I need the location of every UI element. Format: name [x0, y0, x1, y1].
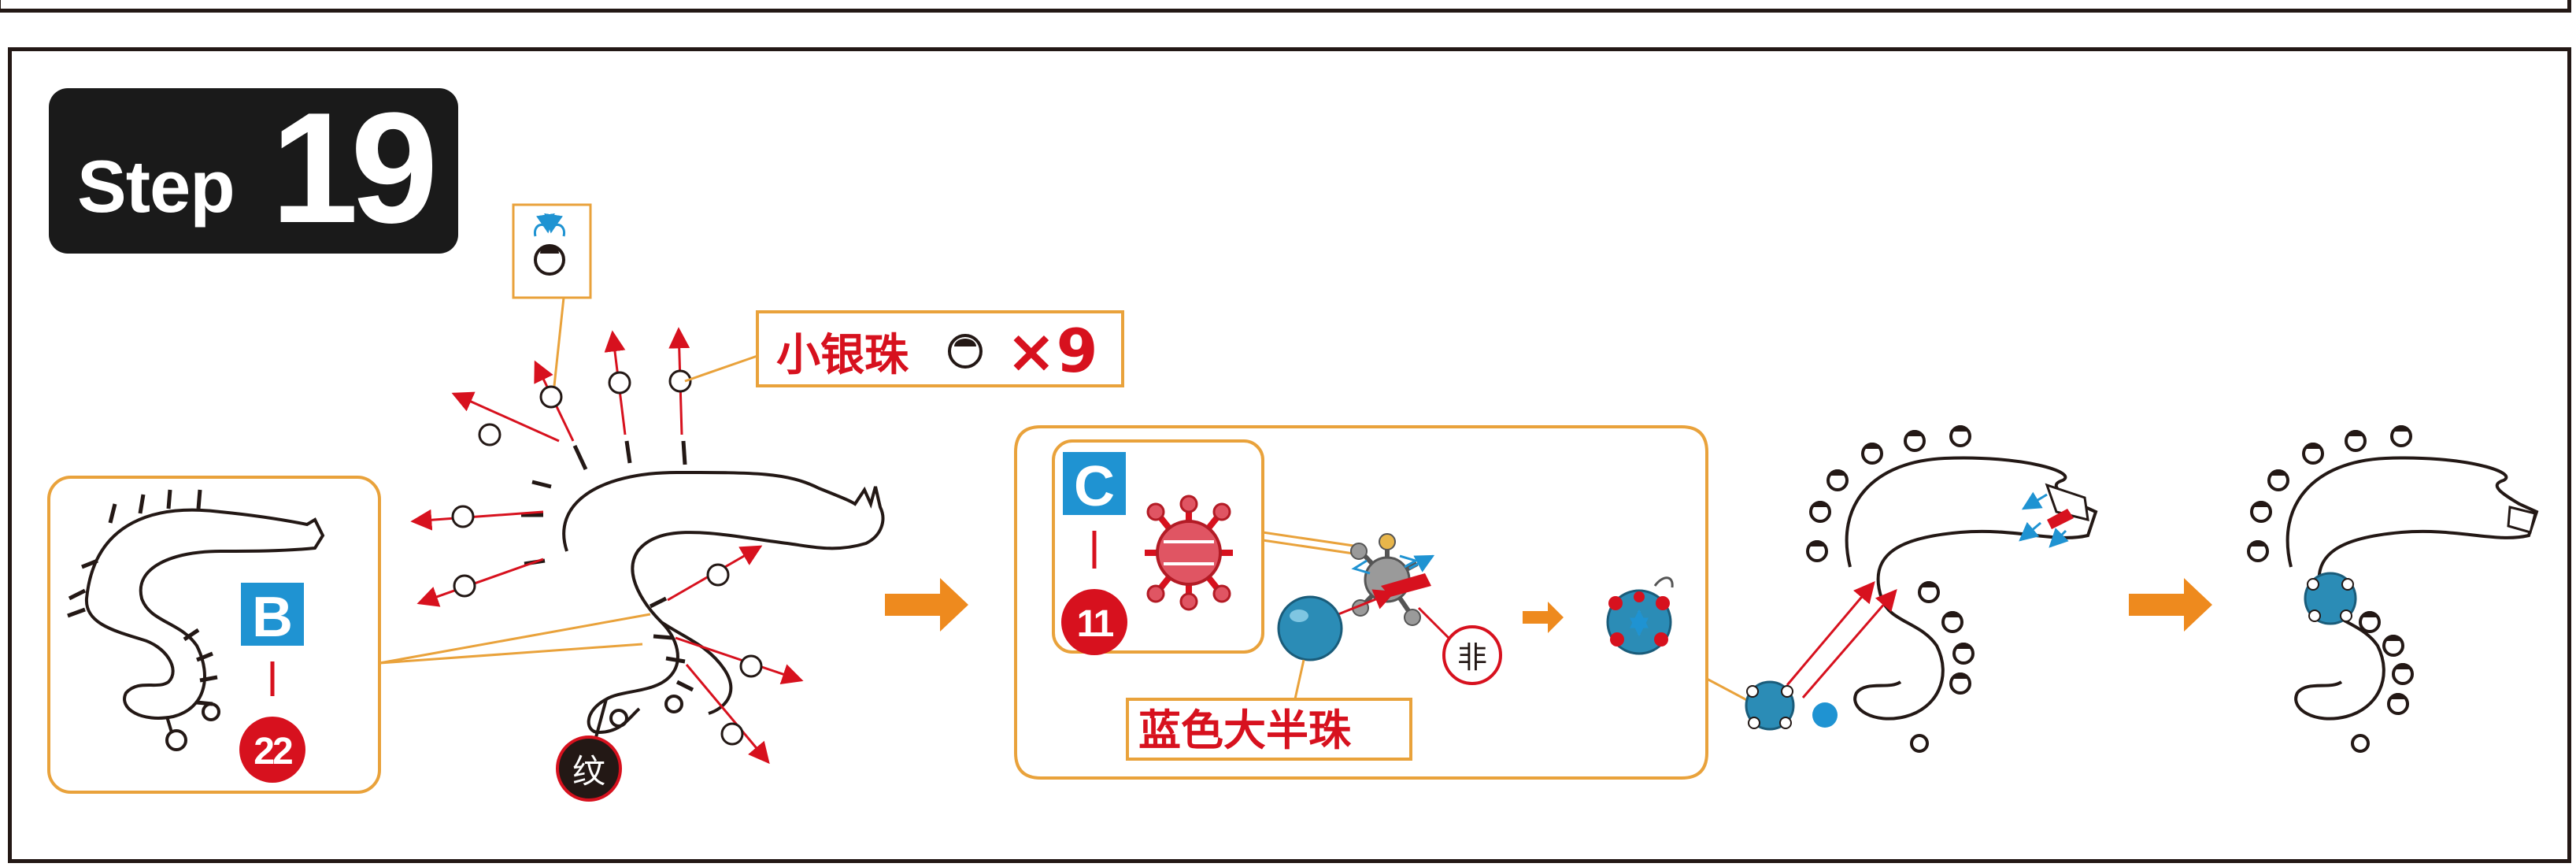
fei-badge [1442, 625, 1502, 685]
step-badge: Step 19 [49, 88, 458, 254]
final-sculpture [2247, 425, 2539, 753]
fei-label: 非 [1457, 640, 1487, 675]
right-arrow-icon [1523, 602, 1564, 633]
bead-count: ×9 [1006, 316, 1098, 386]
part-b-number-circle [239, 717, 305, 783]
part-b-letter: B [252, 586, 293, 649]
end-cap [2019, 483, 2089, 548]
sculpture-with-beads [1745, 425, 2098, 753]
part-b-peg-marks [67, 489, 218, 706]
assembled-blue-bead [1606, 576, 1674, 655]
previous-step-frame [0, 0, 2571, 13]
blue-half-bead [1277, 595, 1343, 661]
blue-half-bead-label: 蓝色大半珠 [1138, 706, 1352, 755]
rotate-icon [1351, 559, 1371, 575]
step-word: Step [77, 145, 235, 228]
small-silver-bead-callout: 小银珠 ×9 [684, 310, 1124, 387]
bead-pegs [521, 440, 694, 692]
grey-connector [1350, 533, 1435, 626]
part-b-number: 22 [254, 731, 292, 773]
wen-badge: 纹 [556, 698, 622, 802]
blue-dot [1812, 702, 1838, 728]
part-b-callout: B 22 [47, 476, 651, 794]
part-c-number-circle [1061, 589, 1127, 655]
step-number: 19 [271, 80, 438, 256]
bead-detail-inset [512, 203, 592, 387]
main-sculpture [562, 470, 885, 735]
part-c-number: 11 [1077, 603, 1114, 645]
right-arrow-icon [885, 578, 968, 632]
wen-label: 纹 [572, 752, 605, 791]
part-c-letter-box [1063, 452, 1126, 515]
part-c-callout: C 11 [1014, 425, 1758, 780]
part-c-letter: C [1074, 455, 1115, 518]
small-silver-bead-label: 小银珠 [776, 330, 909, 381]
bead-attach-arrows [410, 327, 804, 765]
part-b-letter-box [241, 583, 304, 646]
right-arrow-icon [2129, 578, 2212, 632]
